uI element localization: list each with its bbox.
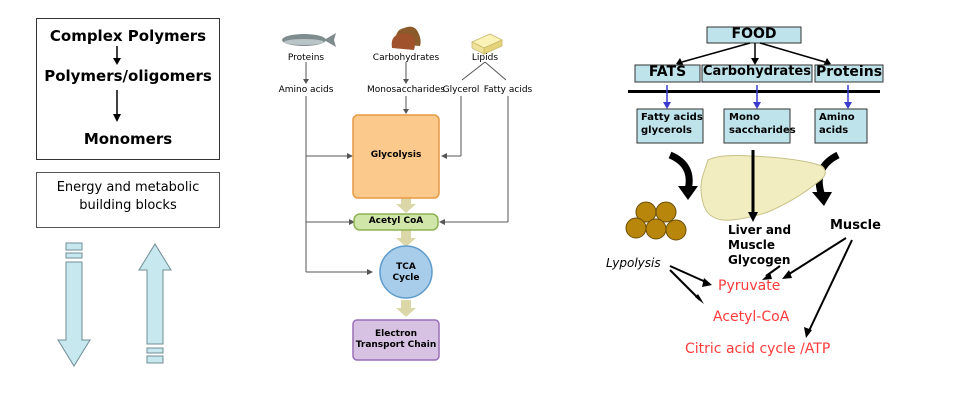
butter-icon xyxy=(471,33,503,55)
hierarchy-arrows xyxy=(113,46,121,122)
polymers-oligomers-label: Polymers/oligomers xyxy=(44,67,212,85)
food-label: FOOD xyxy=(731,26,777,42)
proteins-box xyxy=(814,64,884,83)
liver-glycogen-line2: Muscle xyxy=(728,238,775,252)
lipids-label: Lipids xyxy=(471,53,499,63)
left-panel: Complex Polymers Polymers/oligomers Mono… xyxy=(0,0,230,403)
fish-icon xyxy=(282,33,336,47)
big-arrows xyxy=(57,242,172,367)
monomers-label: Monomers xyxy=(83,130,173,148)
etc-box xyxy=(352,319,440,361)
energy-line-1: Energy and metabolic xyxy=(56,180,200,195)
amino-acids-box xyxy=(814,108,868,144)
etc-label-line2: Transport Chain xyxy=(355,340,437,350)
liver-glycogen-line1: Liver and xyxy=(728,223,792,237)
acetyl-coa-label: Acetyl CoA xyxy=(368,216,424,226)
down-arrow-icon xyxy=(57,242,91,367)
acetyl-coa-box xyxy=(353,213,439,231)
carbohydrates-box-label: Carbohydrates xyxy=(703,64,811,79)
proteins-box-label: Proteins xyxy=(815,64,883,80)
up-arrow-icon xyxy=(138,243,172,364)
amino-line2: acids xyxy=(819,125,849,136)
complex-polymers-label: Complex Polymers xyxy=(49,27,207,45)
food-box xyxy=(706,26,802,44)
monosaccharides-box xyxy=(723,108,791,144)
tca-label-line2: Cycle xyxy=(392,273,420,283)
acetyl-coa-red-label: Acetyl-CoA xyxy=(713,309,790,325)
mono-line1: Mono xyxy=(729,112,760,123)
liver-glycogen-line3: Glycogen xyxy=(728,253,791,267)
tca-cycle-circle xyxy=(379,245,433,299)
lypolysis-label: Lypolysis xyxy=(606,256,661,270)
left-curved-arrow-icon xyxy=(668,151,693,191)
fatty-acids-line1: Fatty acids xyxy=(641,112,703,123)
fats-label: FATS xyxy=(648,64,687,80)
glycolysis-box xyxy=(352,114,440,199)
energy-line-2: building blocks xyxy=(79,198,177,213)
liver-icon xyxy=(700,155,826,221)
amino-acids-label: Amino acids xyxy=(278,85,334,95)
proteins-label: Proteins xyxy=(287,53,325,63)
monosaccharides-label: Monosaccharides xyxy=(367,85,445,95)
fatty-acids-box xyxy=(636,108,704,144)
fatty-acids-line2: glycerols xyxy=(641,125,692,136)
right-diagram-lines xyxy=(625,26,884,338)
right-panel: FOOD FATS Carbohydrates Proteins Fatty a… xyxy=(600,0,954,403)
middle-panel: Proteins Carbohydrates Lipids Amino acid… xyxy=(270,0,550,403)
bread-icon xyxy=(391,26,421,50)
tca-label-line1: TCA xyxy=(396,262,416,272)
fatty-acids-label: Fatty acids xyxy=(483,85,533,95)
citric-acid-label: Citric acid cycle /ATP xyxy=(685,341,831,357)
fats-box xyxy=(634,64,701,83)
amino-line1: Amino xyxy=(819,112,855,123)
fat-cells-icon xyxy=(625,201,687,241)
polymer-hierarchy-box xyxy=(36,18,220,160)
carbohydrates-box xyxy=(701,64,813,83)
etc-label-line1: Electron xyxy=(374,329,417,339)
middle-diagram-lines xyxy=(282,26,509,361)
glycerol-label: Glycerol xyxy=(442,85,480,95)
carbohydrates-label: Carbohydrates xyxy=(372,53,440,63)
energy-box xyxy=(36,172,220,228)
mono-line2: saccharides xyxy=(729,125,796,136)
pyruvate-label: Pyruvate xyxy=(718,278,781,294)
muscle-label: Muscle xyxy=(830,218,881,233)
glycolysis-label: Glycolysis xyxy=(370,150,422,160)
